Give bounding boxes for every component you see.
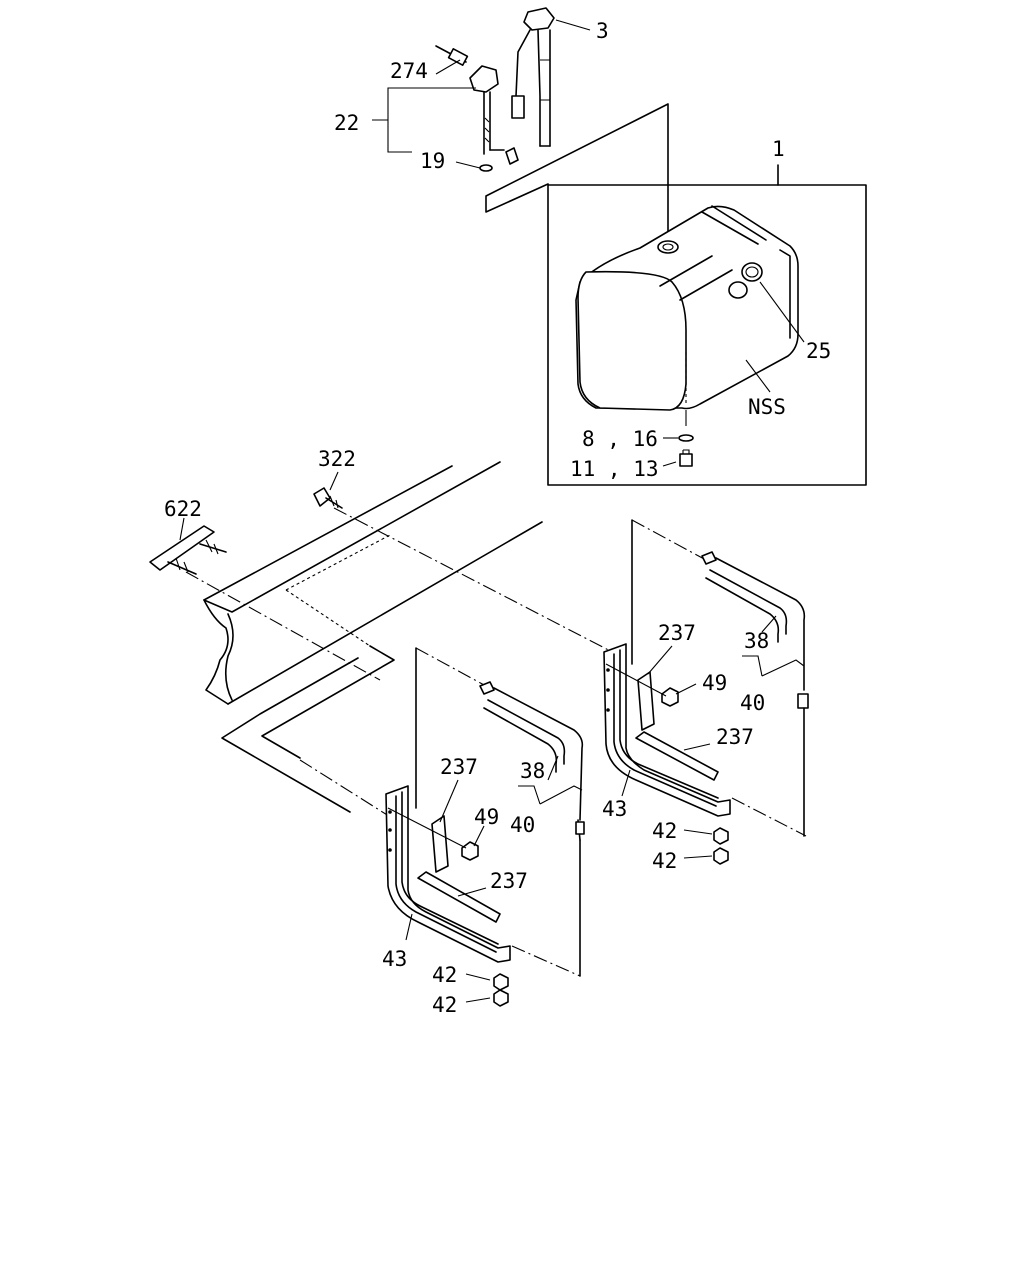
callout-19: 19	[420, 149, 445, 173]
hanger-assembly-right	[603, 519, 809, 865]
centerline-b	[185, 571, 393, 819]
leader-19	[455, 161, 481, 169]
chassis-frame	[203, 461, 543, 813]
callout-43-right: 43	[602, 797, 627, 821]
callout-237-right-vertical: 237	[658, 621, 696, 645]
callout-622: 622	[164, 497, 202, 521]
callout-38-right: 38	[744, 629, 769, 653]
callout-1: 1	[772, 137, 785, 161]
centerline-d	[415, 647, 581, 977]
leader-622	[179, 517, 185, 541]
callout-40-right: 40	[740, 691, 765, 715]
centerline-c	[631, 519, 807, 837]
callout-42-right-lower: 42	[652, 849, 677, 873]
callout-49-right: 49	[702, 671, 727, 695]
callout-43-left: 43	[382, 947, 407, 971]
bracket-622	[149, 525, 227, 575]
callout-38-left: 38	[520, 759, 545, 783]
leader-322	[329, 471, 339, 491]
callout-25: 25	[806, 339, 831, 363]
callout-322: 322	[318, 447, 356, 471]
leader-3	[555, 19, 591, 31]
callout-42-left-upper: 42	[432, 963, 457, 987]
fuel-tank-box	[547, 184, 867, 486]
callout-40-left: 40	[510, 813, 535, 837]
leader-274	[435, 59, 461, 75]
callout-22: 22	[334, 111, 359, 135]
fuel-gauge-unit-assembly	[435, 45, 519, 172]
leader-22	[372, 87, 476, 153]
fuel-sender-unit-3	[511, 7, 555, 147]
callout-42-left-lower: 42	[432, 993, 457, 1017]
reference-leader-top	[485, 103, 669, 241]
centerline-a	[333, 507, 621, 657]
bolt-322	[313, 487, 343, 509]
callout-237-right-horizontal: 237	[716, 725, 754, 749]
hanger-assembly-left	[385, 647, 585, 1007]
callout-237-left-vertical: 237	[440, 755, 478, 779]
callout-42-right-upper: 42	[652, 819, 677, 843]
callout-NSS: NSS	[748, 395, 786, 419]
callout-11-13: 11 , 13	[570, 457, 659, 481]
callout-237-left-horizontal: 237	[490, 869, 528, 893]
fuel-tank	[575, 205, 805, 467]
callout-8-16: 8 , 16	[582, 427, 658, 451]
callout-274: 274	[390, 59, 428, 83]
callout-49-left: 49	[474, 805, 499, 829]
callout-3: 3	[596, 19, 609, 43]
